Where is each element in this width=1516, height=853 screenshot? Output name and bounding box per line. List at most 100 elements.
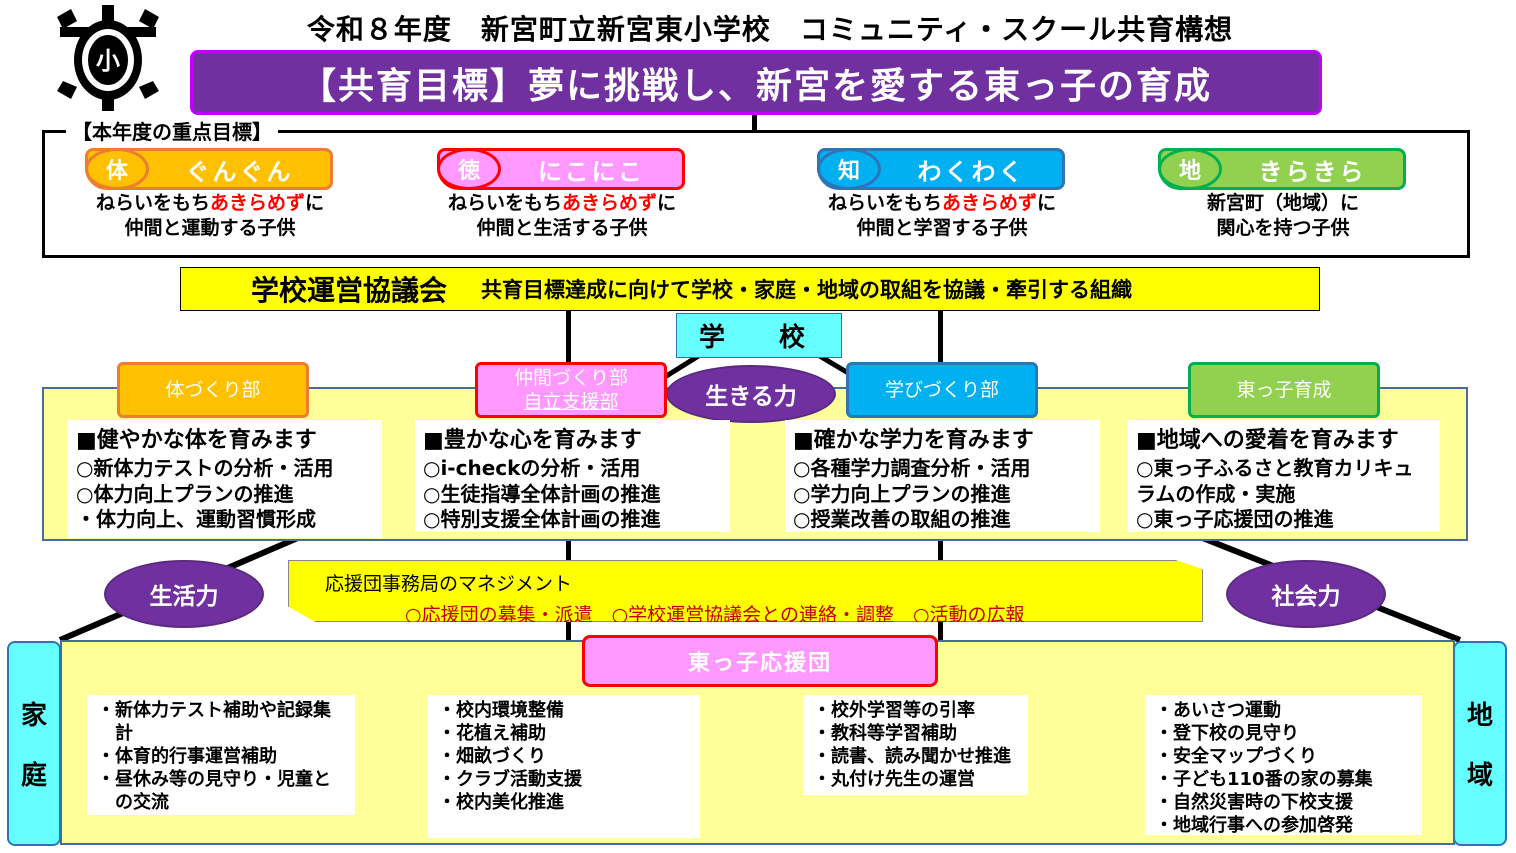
goal-pill: 知わくわく — [817, 148, 1065, 190]
support-item: ・地域行事への参加啓発 — [1155, 815, 1353, 836]
support-item: ・新体力テスト補助や記録集計 — [97, 700, 331, 744]
goal-name: きらきら — [1258, 157, 1367, 186]
goal-desc-emphasis: あきらめず — [941, 192, 1037, 214]
support-item: ・子ども110番の家の募集 — [1155, 769, 1373, 790]
council-description: 共育目標達成に向けて学校・家庭・地域の取組を協議・牽引する組織 — [481, 278, 1133, 302]
support-item: ・登下校の見守り — [1155, 723, 1299, 744]
support-item: ・クラブ活動支援 — [438, 769, 582, 790]
support-item: ・体育的行事運営補助 — [97, 746, 277, 767]
department-item: ○i-checkの分析・活用 — [423, 456, 641, 480]
region-tab: 地 域 — [1453, 641, 1507, 846]
council-name: 学校運営協議会 — [251, 274, 448, 307]
support-item: ・校外学習等の引率 — [813, 700, 975, 721]
school-council-bar: 学校運営協議会 共育目標達成に向けて学校・家庭・地域の取組を協議・牽引する組織 — [180, 267, 1320, 311]
support-item: ・教科等学習補助 — [813, 723, 957, 744]
support-item: ・花植え補助 — [438, 723, 546, 744]
school-emblem-logo: 小 — [57, 5, 159, 111]
home-label-char: 家 — [20, 700, 47, 731]
department-item: ○各種学力調査分析・活用 — [793, 456, 1031, 480]
goal-description: ねらいをもちあきらめずに仲間と生活する子供 — [412, 191, 712, 241]
home-label-char: 庭 — [20, 761, 47, 792]
management-title: 応援団事務局のマネジメント — [325, 573, 573, 595]
department-heading: ■豊かな心を育みます — [423, 428, 642, 453]
goal-desc-emphasis: あきらめず — [561, 192, 657, 214]
department-name: 東っ子育成 — [1236, 379, 1332, 401]
svg-text:小: 小 — [96, 47, 120, 75]
department-content: ■地域への愛着を育みます ○東っ子ふるさと教育カリキュラムの作成・実施○東っ子応援… — [1128, 420, 1440, 532]
goal-desc-post: に — [657, 192, 677, 214]
goal-pill: 体 ぐんぐん — [85, 148, 333, 190]
ikiru-chikara-ellipse: 生きる力 — [666, 365, 836, 423]
goal-category-circle: 体 — [85, 148, 149, 190]
support-item: ・昼休み等の見守り・児童との交流 — [97, 769, 331, 813]
department-heading: ■地域への愛着を育みます — [1136, 428, 1399, 453]
goal-desc-post: に — [1037, 192, 1057, 214]
goal-desc-pre: ねらいをもち — [827, 192, 942, 214]
department-item: ○特別支援全体計画の推進 — [423, 507, 661, 531]
goal-desc-line2: 仲間と生活する子供 — [476, 217, 648, 239]
goal-desc-line1: ねらいをもちあきらめずに — [792, 191, 1092, 216]
department-item: ○東っ子ふるさと教育カリキュラムの作成・実施 — [1136, 456, 1414, 506]
goal-desc-line2: 関心を持つ子供 — [1216, 217, 1350, 239]
support-item: ・安全マップづくり — [1155, 746, 1317, 767]
goal-name: ぐんぐん — [185, 157, 294, 186]
goal-desc-line2: 仲間と学習する子供 — [856, 217, 1028, 239]
management-box: 応援団事務局のマネジメント ○応援団の募集・派遣 ○学校運営協議会との連絡・調整… — [288, 560, 1203, 622]
department-item: ○新体力テストの分析・活用 — [76, 456, 334, 480]
goal-desc-line1: ねらいをもちあきらめずに — [60, 191, 360, 216]
region-label-char: 地 — [1466, 700, 1493, 731]
school-box: 学 校 — [676, 313, 842, 358]
support-item: ・自然災害時の下校支援 — [1155, 792, 1353, 813]
goal-desc-pre: ねらいをもち — [95, 192, 210, 214]
support-list: ・新体力テスト補助や記録集計・体育的行事運営補助・昼休み等の見守り・児童との交流 — [87, 695, 355, 815]
goal-desc-line1: ねらいをもちあきらめずに — [412, 191, 712, 216]
department-item: ○東っ子応援団の推進 — [1136, 507, 1334, 531]
goal-description: 新宮町（地域）に関心を持つ子供 — [1133, 191, 1433, 241]
department-name: 学びづくり部 — [884, 379, 999, 401]
department-tab: 体づくり部 — [117, 362, 309, 418]
department-item: ・体力向上、運動習慣形成 — [76, 507, 316, 531]
department-heading: ■確かな学力を育みます — [793, 428, 1034, 453]
department-name: 仲間づくり部 — [513, 367, 628, 389]
department-item: ○学力向上プランの推進 — [793, 481, 1011, 506]
goal-pill: 地 きらきら — [1158, 148, 1406, 190]
goal-pill: 徳 にこにこ — [437, 148, 685, 190]
support-item: ・あいさつ運動 — [1155, 700, 1281, 721]
goal-category-circle: 徳 — [437, 148, 501, 190]
goal-desc-pre: 新宮町（地域）に — [1206, 192, 1359, 214]
goal-banner: 【共育目標】夢に挑戦し、新宮を愛する東っ子の育成 — [190, 50, 1322, 115]
department-tab: 学びづくり部 — [846, 362, 1038, 418]
goal-desc-line1: 新宮町（地域）に — [1133, 191, 1433, 216]
goal-desc-line2: 仲間と運動する子供 — [124, 217, 296, 239]
goal-description: ねらいをもちあきらめずに仲間と運動する子供 — [60, 191, 360, 241]
connector-line — [752, 112, 757, 132]
support-list: ・校内環境整備・花植え補助・畑畝づくり・クラブ活動支援・校内美化推進 — [428, 695, 700, 838]
home-tab: 家 庭 — [7, 641, 61, 846]
department-name: 自立支援部 — [523, 391, 619, 413]
department-name: 体づくり部 — [165, 379, 261, 401]
goal-desc-pre: ねらいをもち — [447, 192, 562, 214]
support-item: ・丸付け先生の運営 — [813, 769, 975, 790]
annual-goals-box — [42, 130, 1470, 258]
department-item: ○体力向上プランの推進 — [76, 481, 294, 506]
goal-name: にこにこ — [537, 157, 646, 186]
department-tab: 仲間づくり部自立支援部 — [475, 362, 667, 418]
region-label-char: 域 — [1466, 761, 1493, 792]
management-items: ○応援団の募集・派遣 ○学校運営協議会との連絡・調整 ○活動の広報 — [405, 604, 1025, 626]
department-heading: ■健やかな体を育みます — [76, 428, 317, 453]
support-item: ・読書、読み聞かせ推進 — [813, 746, 1011, 767]
shakai-ellipse: 社会力 — [1226, 560, 1386, 628]
support-list: ・校外学習等の引率・教科等学習補助・読書、読み聞かせ推進・丸付け先生の運営 — [803, 695, 1028, 795]
department-content: ■健やかな体を育みます ○新体力テストの分析・活用○体力向上プランの推進・体力向上… — [68, 420, 382, 538]
department-tab: 東っ子育成 — [1188, 362, 1380, 418]
support-item: ・校内環境整備 — [438, 700, 564, 721]
goal-desc-emphasis: あきらめず — [209, 192, 305, 214]
annual-goals-label: 【本年度の重点目標】 — [66, 116, 278, 145]
seikatsu-ellipse: 生活力 — [104, 560, 264, 628]
support-item: ・畑畝づくり — [438, 746, 546, 767]
goal-category-circle: 知 — [817, 148, 881, 190]
support-list: ・あいさつ運動・登下校の見守り・安全マップづくり・子ども110番の家の募集・自然… — [1145, 695, 1422, 836]
support-item: ・校内美化推進 — [438, 792, 564, 813]
goal-category-circle: 地 — [1158, 148, 1222, 190]
page-title: 令和８年度 新宮町立新宮東小学校 コミュニティ・スクール共育構想 — [306, 13, 1234, 46]
